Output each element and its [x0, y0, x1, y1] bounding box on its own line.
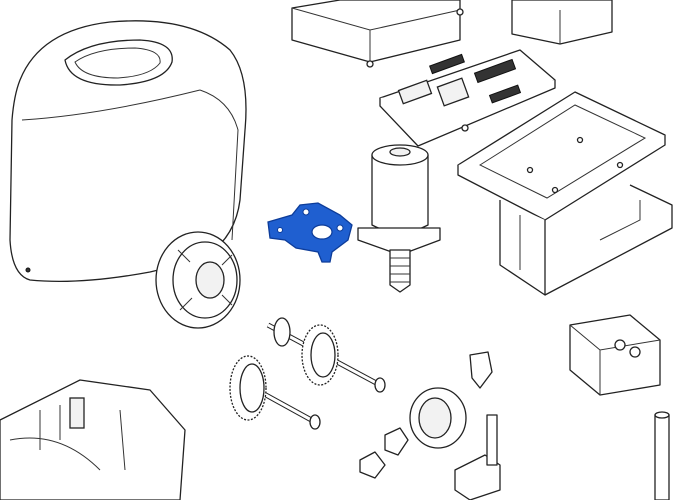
control-board[interactable]: [379, 49, 556, 147]
motor-mounting-bracket-highlighted[interactable]: [267, 202, 353, 263]
transformer-box[interactable]: [511, 0, 613, 45]
base-housing[interactable]: [0, 379, 186, 500]
electric-motor[interactable]: [357, 144, 441, 293]
mounting-plate[interactable]: [457, 91, 673, 296]
housing-cover[interactable]: [9, 20, 247, 283]
release-lever[interactable]: [454, 414, 501, 500]
limit-switch-bracket[interactable]: [569, 314, 670, 500]
gear-shaft-lower[interactable]: [229, 355, 321, 430]
gear-shaft-upper[interactable]: [266, 317, 386, 393]
controller-box[interactable]: [291, 0, 464, 68]
encoder-assembly[interactable]: [359, 351, 493, 479]
drive-pulley[interactable]: [155, 231, 241, 329]
